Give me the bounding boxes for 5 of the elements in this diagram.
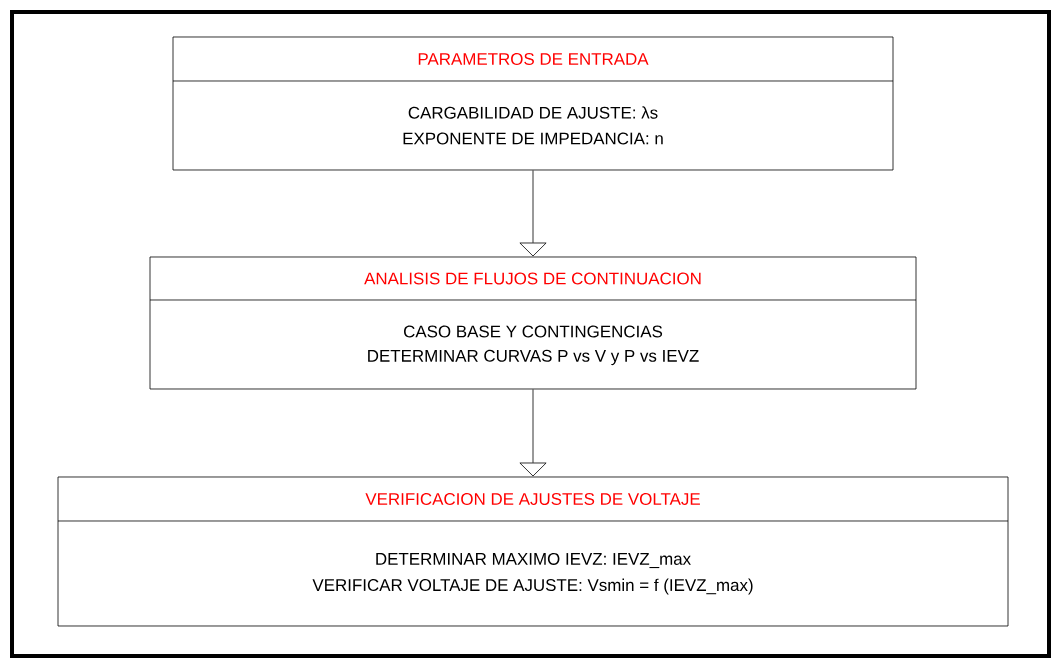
process-box: VERIFICACION DE AJUSTES DE VOLTAJE DETERMINAR MAXIMO IEVZ: IEVZ_max VERIFICAR VOLTAJE DE AJUSTE: Vsmin = f (IEVZ_max) (57, 476, 1009, 627)
process-box: PARAMETROS DE ENTRADA CARGABILIDAD DE AJUSTE: λs EXPONENTE DE IMPEDANCIA: n (172, 36, 894, 171)
arrow (519, 170, 547, 257)
process-box: ANALISIS DE FLUJOS DE CONTINUACION CASO BASE Y CONTINGENCIAS DETERMINAR CURVAS P vs V y P vs IEVZ (149, 256, 917, 390)
arrow (519, 389, 547, 477)
